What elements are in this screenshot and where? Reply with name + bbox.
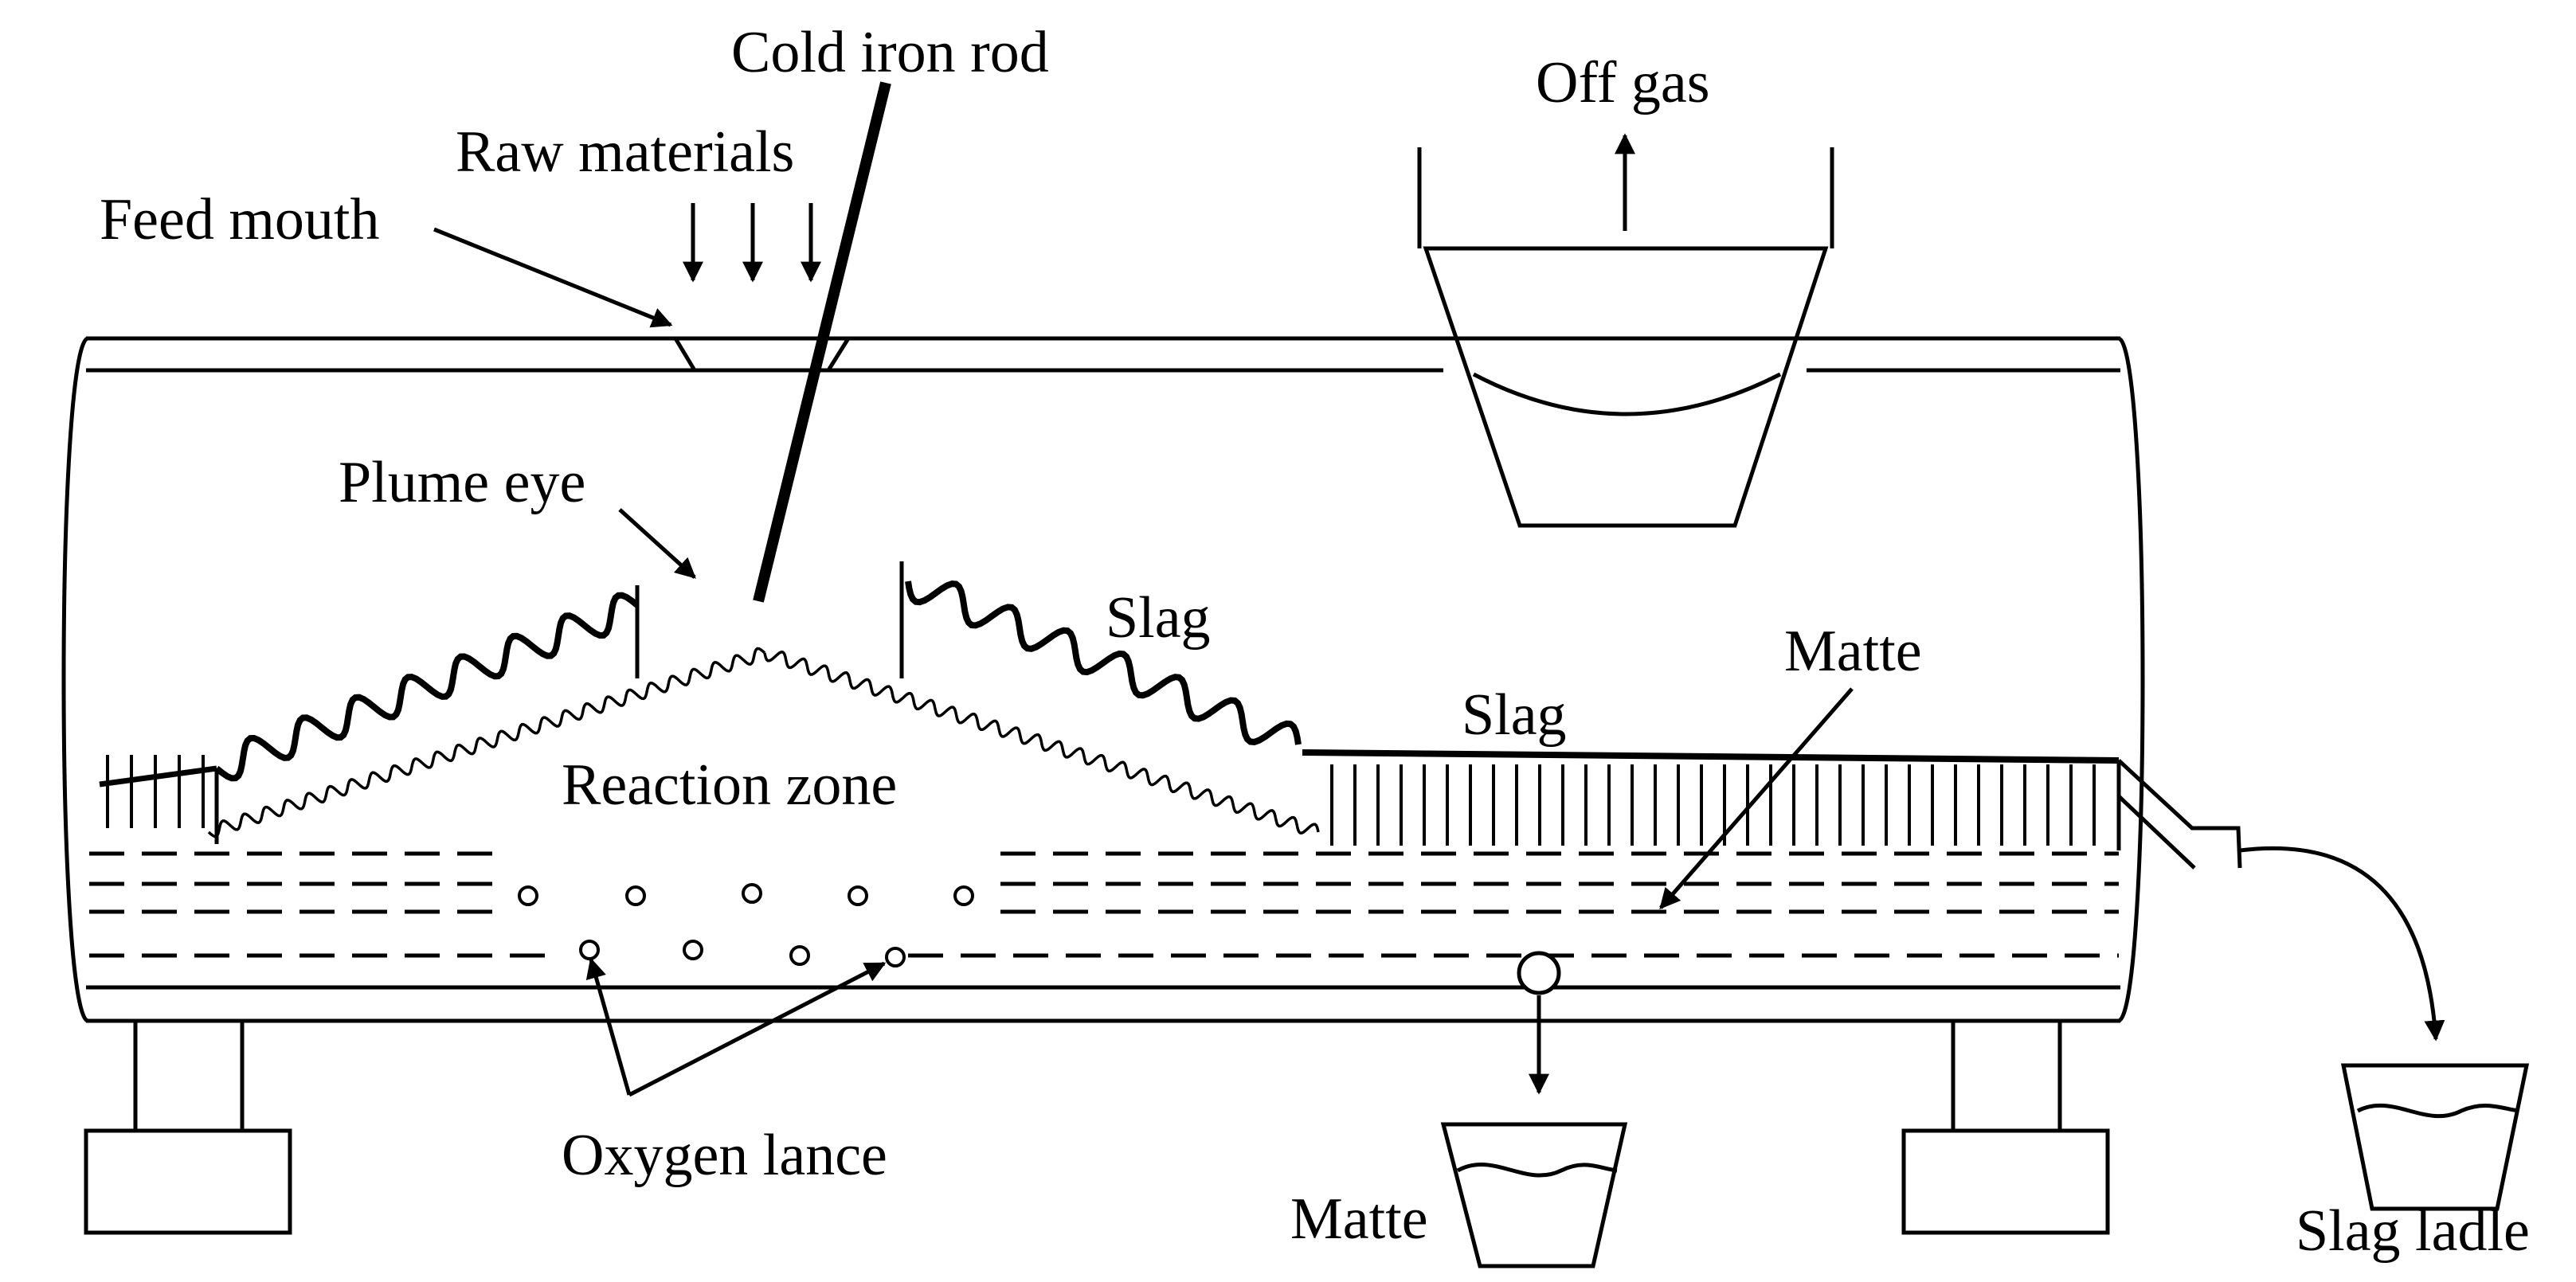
oxygen-bubble: [742, 883, 762, 904]
reaction-wave-right: [763, 651, 1320, 834]
matte-pointer: [1659, 687, 1854, 909]
oxygen-bubble: [579, 940, 600, 960]
slag-flow-arrow: [2239, 846, 2445, 1042]
oxygen-bubble: [848, 885, 868, 906]
oxygen-bubble: [518, 885, 538, 906]
furnace-shell: [61, 336, 2145, 1023]
label-reaction-zone: Reaction zone: [562, 752, 897, 818]
left-support-leg: [133, 1018, 245, 1133]
matte-taphole: [1517, 951, 1561, 995]
label-slag-right: Slag: [1462, 682, 1567, 748]
label-slag-upper: Slag: [1106, 585, 1211, 651]
slag-ladle-pot: [2340, 1063, 2530, 1211]
off-gas-hood: [1417, 147, 1834, 528]
labels: Cold iron rod Off gas Raw materials Feed…: [100, 20, 2530, 1264]
left-end-cap: [61, 336, 89, 1023]
plume-eye-pointer: [618, 508, 696, 579]
slag-wave-left: [214, 592, 640, 782]
bath-surface: [99, 561, 2242, 870]
label-raw-materials: Raw materials: [456, 119, 794, 185]
oxygen-bubble: [953, 885, 974, 906]
matte-pot: [1440, 1122, 1628, 1268]
oxygen-lance-pointer-right: [628, 961, 887, 1097]
right-slag-surface: [1302, 749, 2120, 764]
left-support-base: [84, 1128, 292, 1235]
feed-mouth-pointer: [433, 227, 673, 328]
left-slag-surface: [99, 765, 217, 788]
oxygen-lance-pointer-left: [585, 957, 632, 1096]
label-cold-iron-rod: Cold iron rod: [731, 20, 1049, 85]
label-pointers: [433, 227, 1854, 1097]
cold-iron-rod: [753, 81, 891, 603]
right-support-base: [1901, 1128, 2110, 1235]
label-matte-inner: Matte: [1784, 619, 1922, 684]
raw-material-arrows: [683, 203, 821, 283]
oxygen-bubble: [789, 945, 810, 966]
reaction-wave-left: [207, 647, 766, 838]
slag-launder: [2117, 759, 2242, 869]
slag-wave-right: [905, 580, 1302, 745]
oxygen-bubble: [625, 885, 646, 906]
oxygen-bubble: [885, 947, 906, 967]
right-support-leg: [1951, 1018, 2062, 1133]
furnace-supports: [84, 1018, 2110, 1235]
label-feed-mouth: Feed mouth: [100, 187, 379, 252]
oxygen-bubble: [683, 940, 703, 960]
label-plume-eye: Plume eye: [339, 450, 585, 515]
label-oxygen-lance: Oxygen lance: [562, 1123, 887, 1188]
label-matte-pot: Matte: [1290, 1186, 1428, 1252]
right-end-cap: [2117, 336, 2145, 1023]
label-slag-ladle: Slag ladle: [2296, 1198, 2530, 1264]
feed-mouth: [673, 337, 851, 373]
label-off-gas: Off gas: [1536, 50, 1710, 115]
generated-marks: [89, 580, 2119, 967]
